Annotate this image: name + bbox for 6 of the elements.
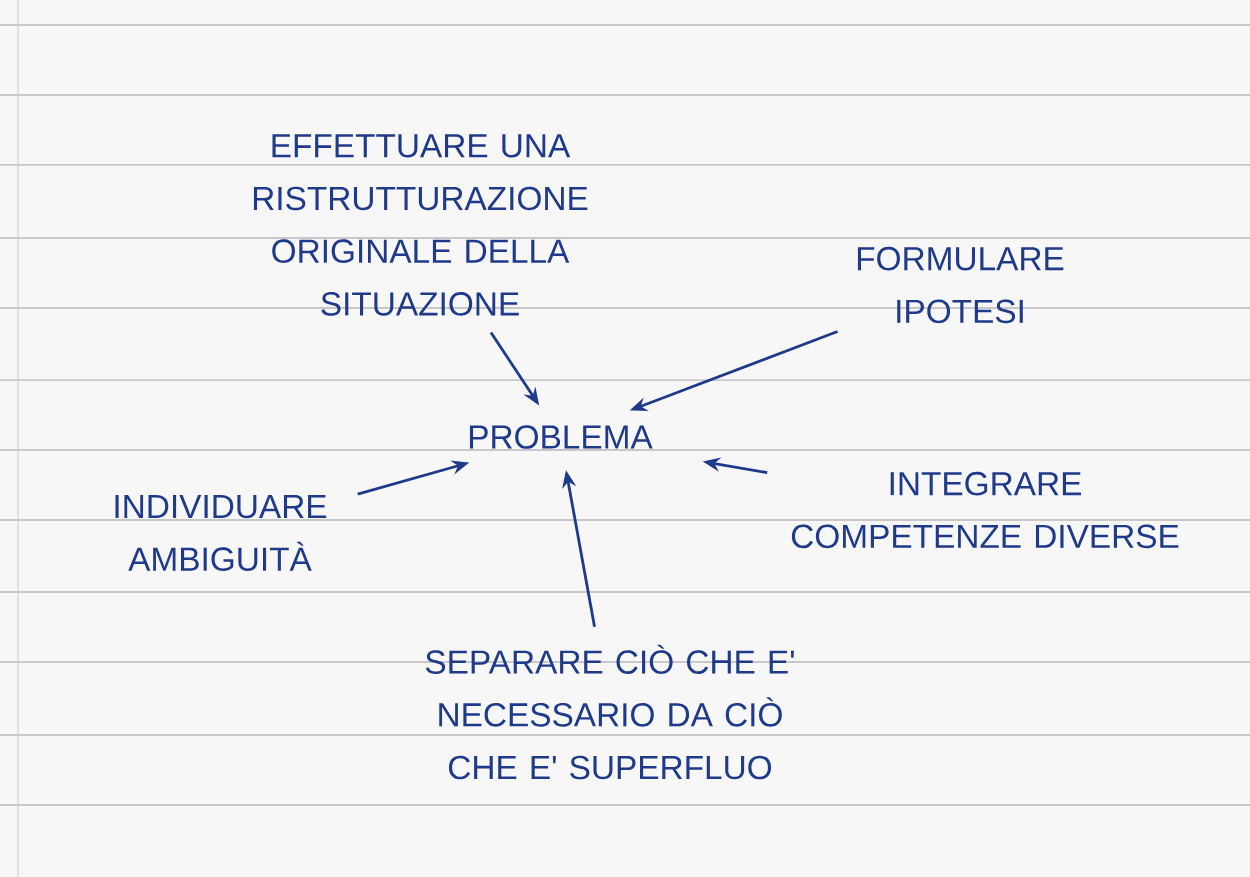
handwritten-text: PROBLEMA [469,425,653,449]
handwritten-text: INDIVIDUARE AMBIGUITÀ [115,495,327,571]
handwritten-text: FORMULARE IPOTESI [857,246,1064,324]
handwritten-text: SEPARARE CIÒ CHE E' NECESSARIO DA CIÒ CHE E' SUPERFLUO [425,644,794,780]
handwritten-text: EFFETTUARE UNA RISTRUTTURAZIONE ORIGINALE DELLA SITUAZIONE [253,134,588,316]
handwritten-text: INTEGRARE COMPETENZE DIVERSE [791,471,1179,549]
